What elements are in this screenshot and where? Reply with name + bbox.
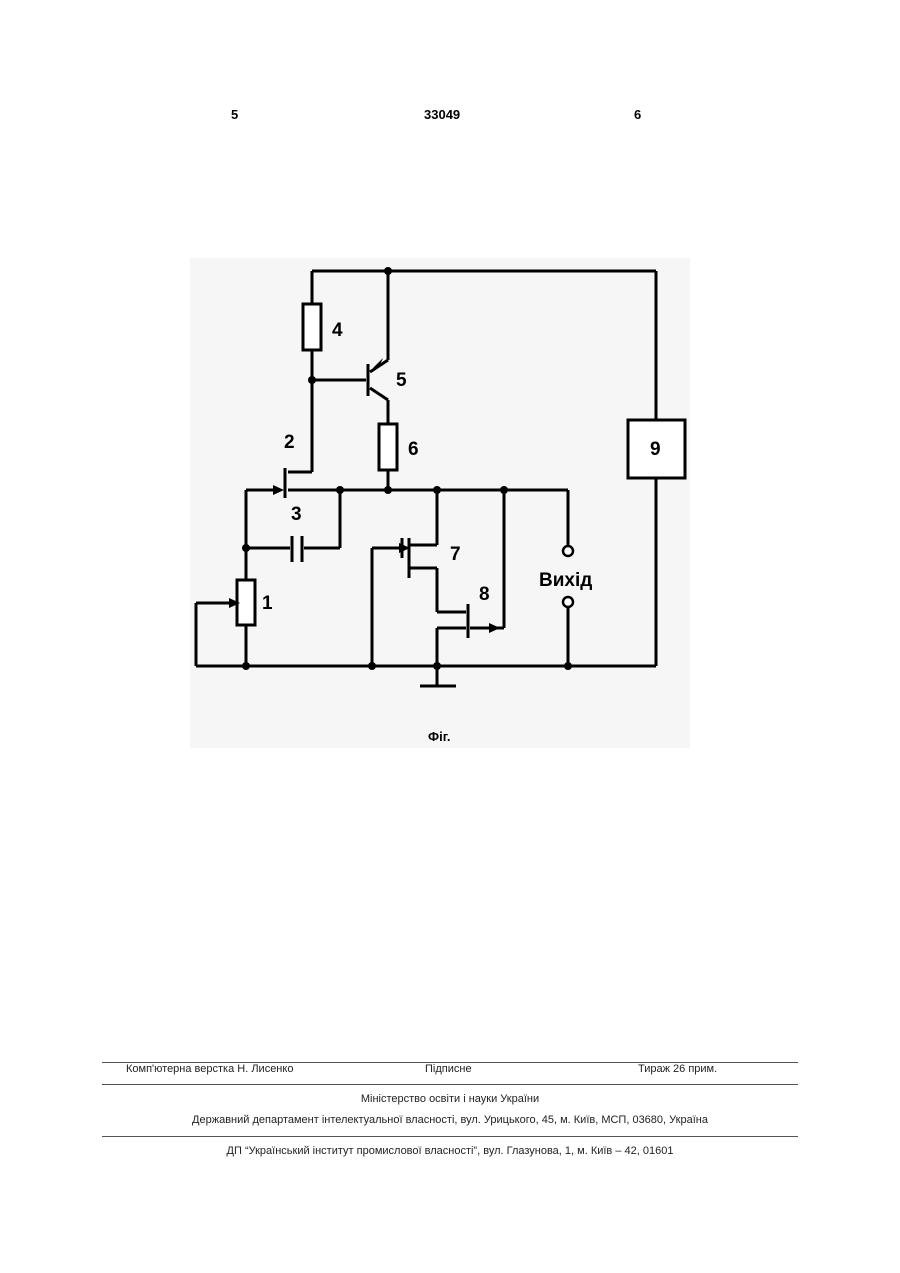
- resistor-4: [303, 304, 321, 350]
- footer-layout-credit: Комп'ютерна верстка Н. Лисенко: [126, 1063, 293, 1075]
- label-8: 8: [479, 584, 490, 605]
- footer-ministry: Міністерство освіти і науки України: [0, 1093, 900, 1105]
- footer-circulation: Тираж 26 прим.: [638, 1063, 717, 1075]
- label-7: 7: [450, 544, 461, 565]
- page-number-right: 6: [634, 107, 641, 122]
- circuit-diagram: 4 5 2 6 3 7 8 1 9 Вихід Фіг.: [190, 258, 690, 748]
- patent-number: 33049: [424, 107, 460, 122]
- label-output: Вихід: [539, 570, 592, 591]
- figure-caption: Фіг.: [428, 729, 450, 744]
- label-3: 3: [291, 504, 302, 525]
- footer-signed: Підписне: [425, 1063, 472, 1075]
- figure-background: [190, 258, 690, 748]
- label-4: 4: [332, 320, 343, 341]
- resistor-6: [379, 424, 397, 470]
- footer-department: Державний департамент інтелектуальної вл…: [0, 1114, 900, 1126]
- page-number-left: 5: [231, 107, 238, 122]
- footer-rule-middle: [102, 1084, 798, 1085]
- label-2: 2: [284, 432, 295, 453]
- label-5: 5: [396, 370, 407, 391]
- label-9: 9: [650, 439, 661, 460]
- rheostat-1: [237, 580, 255, 625]
- footer-institute: ДП “Український інститут промислової вла…: [0, 1145, 900, 1157]
- footer-rule-bottom: [102, 1136, 798, 1137]
- label-6: 6: [408, 439, 419, 460]
- circuit-figure: 4 5 2 6 3 7 8 1 9 Вихід Фіг.: [190, 258, 690, 748]
- label-1: 1: [262, 593, 273, 614]
